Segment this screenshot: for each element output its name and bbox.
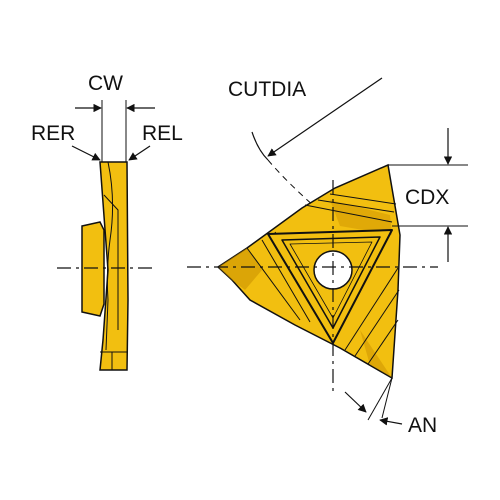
label-an: AN <box>408 414 437 437</box>
side-view-boss <box>81 221 105 317</box>
cutdia-arc <box>251 131 269 161</box>
label-cutdia: CUTDIA <box>228 78 306 101</box>
label-rel: REL <box>142 122 183 145</box>
label-rer: RER <box>31 122 75 145</box>
an-arrow-right <box>379 417 403 426</box>
rel-leader <box>128 145 151 161</box>
an-arrow-left <box>344 391 367 413</box>
cutdia-leader <box>267 77 383 157</box>
front-view: CUTDIA <box>187 77 468 437</box>
insert-facet-lines <box>246 193 400 379</box>
rer-leader <box>71 145 101 161</box>
side-view: CW RER REL <box>31 72 183 371</box>
label-cw: CW <box>88 72 123 95</box>
label-cdx: CDX <box>405 186 449 209</box>
